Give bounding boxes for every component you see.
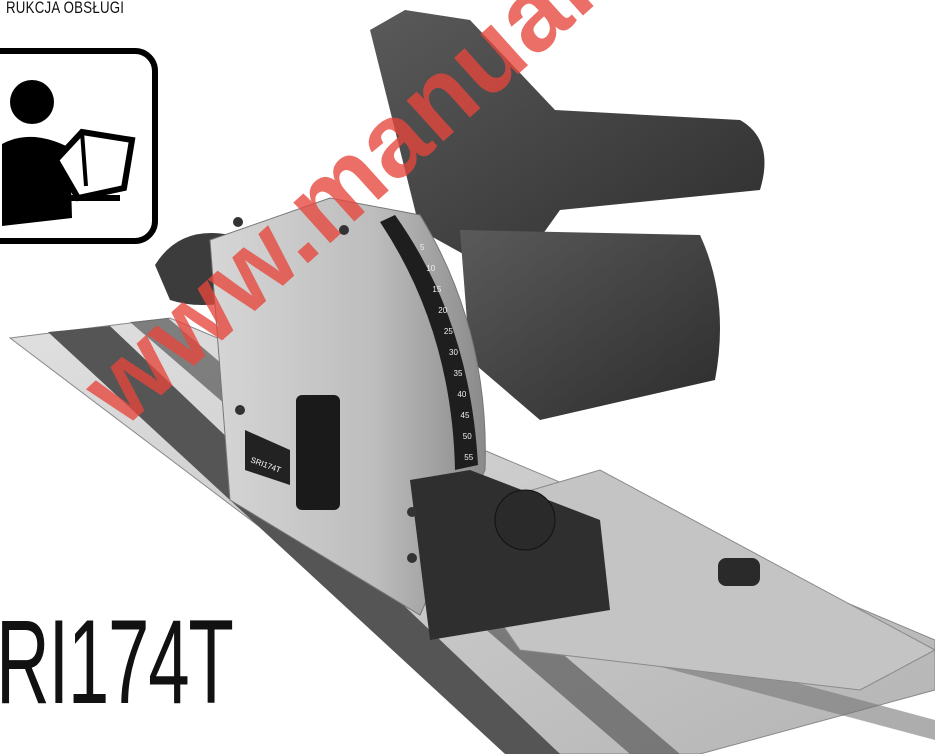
screw-2 [339,225,349,235]
motor-housing [460,230,720,420]
scale-label: 5 [420,243,425,252]
scale-label: 30 [449,348,458,357]
screw-3 [235,405,245,415]
front-plate [410,470,610,640]
screw-4 [407,507,417,517]
scale-label: 50 [463,432,472,441]
scale-label: 25 [444,327,453,336]
scale-label: 20 [438,306,447,315]
scale-label: 10 [426,264,435,273]
screw-5 [407,553,417,563]
manual-section-title: RUKCJA OBSŁUGI [6,0,125,17]
top-handle [370,10,765,280]
depth-scale-arc [380,215,478,470]
scale-label: 15 [432,285,441,294]
scale-label: 35 [454,369,463,378]
screw-1 [233,217,243,227]
depth-knob [718,558,760,586]
bevel-knob [494,489,556,551]
scale-label: 55 [464,453,473,462]
side-window [296,395,340,510]
read-manual-icon [0,48,158,244]
model-name: RI174T [0,595,234,729]
scale-label: 45 [461,411,470,420]
scale-label: 40 [457,390,466,399]
model-badge [245,430,290,485]
